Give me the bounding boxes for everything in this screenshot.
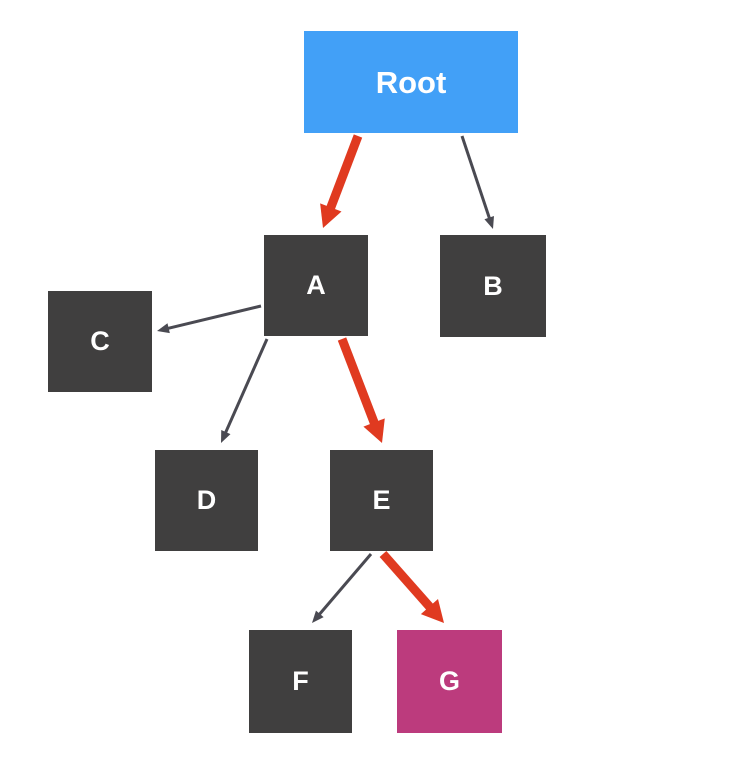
edge-root-a-shaft	[325, 134, 363, 211]
node-a-label: A	[306, 270, 326, 300]
edge-e-g	[379, 551, 444, 623]
node-d-label: D	[196, 485, 217, 515]
node-c-label: C	[90, 326, 110, 356]
edge-root-a	[320, 134, 363, 228]
node-g-label: G	[438, 666, 460, 696]
node-root[interactable]: Root	[304, 31, 518, 133]
edge-a-d-shaft	[224, 338, 269, 434]
edge-a-d-arrowhead-icon	[221, 429, 231, 443]
node-root-label: Root	[375, 64, 447, 100]
edge-e-f-shaft	[318, 553, 373, 616]
edge-root-a-arrowhead-icon	[320, 203, 342, 228]
node-b[interactable]: B	[440, 235, 546, 337]
node-g[interactable]: G	[397, 630, 502, 733]
node-a[interactable]: A	[264, 235, 368, 336]
edge-a-c-shaft	[167, 304, 262, 330]
node-b-label: B	[483, 270, 503, 301]
node-c[interactable]: C	[48, 291, 152, 392]
node-f[interactable]: F	[249, 630, 352, 733]
edge-e-f	[312, 553, 373, 623]
node-f-label: F	[292, 666, 309, 696]
edge-root-b-shaft	[460, 135, 491, 220]
edge-root-b	[460, 135, 494, 229]
edge-a-c-arrowhead-icon	[157, 323, 170, 334]
edge-e-g-arrowhead-icon	[420, 598, 444, 623]
node-d[interactable]: D	[155, 450, 258, 551]
edge-a-e-arrowhead-icon	[363, 418, 385, 443]
edge-root-b-arrowhead-icon	[484, 216, 494, 229]
edge-a-e	[337, 337, 385, 443]
node-e[interactable]: E	[330, 450, 433, 551]
node-e-label: E	[372, 485, 391, 515]
edge-e-g-shaft	[379, 551, 434, 611]
edge-a-d	[221, 338, 269, 443]
edge-a-c	[157, 304, 262, 334]
edge-e-f-arrowhead-icon	[312, 610, 324, 623]
edge-a-e-shaft	[337, 337, 379, 426]
